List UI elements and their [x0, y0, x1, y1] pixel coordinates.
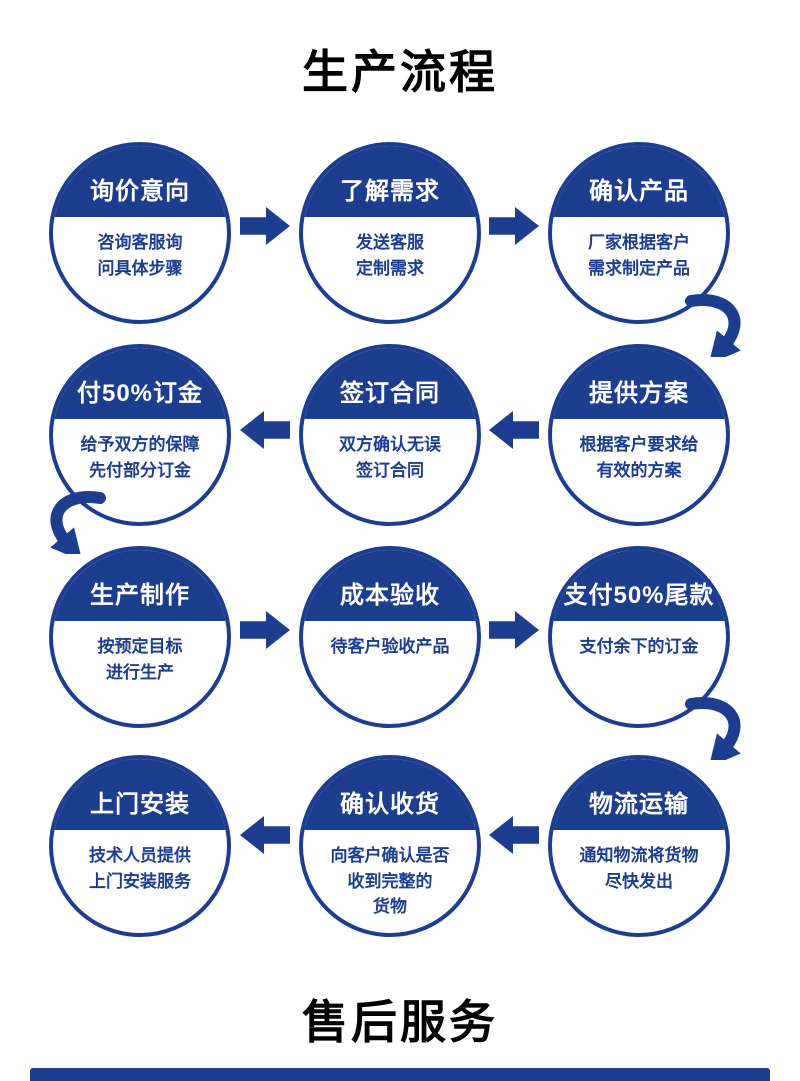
step-11-body: 向客户确认是否 收到完整的 货物 [303, 830, 477, 933]
step-12-header: 上门安装 [53, 759, 227, 831]
step-11-header: 确认收货 [303, 759, 477, 831]
step-1-description: 咨询客服询 问具体步骤 [97, 233, 183, 278]
step-3-description: 厂家根据客户 需求制定产品 [588, 233, 690, 278]
curved-arrow-down-icon [50, 491, 106, 554]
step-9-body: 支付余下的订金 [552, 621, 726, 724]
step-5-sign-contract-circle: 签订合同 双方确认无误 签订合同 [299, 344, 481, 526]
arrow-right-icon [240, 611, 290, 649]
step-5-title: 签订合同 [340, 380, 440, 408]
step-5-header: 签订合同 [303, 348, 477, 420]
step-4-title: 提供方案 [589, 380, 689, 408]
step-4-header: 提供方案 [552, 348, 726, 420]
arrow-left-icon [489, 816, 539, 854]
step-1-header: 询价意向 [53, 146, 227, 218]
step-9-description: 支付余下的订金 [579, 637, 699, 657]
step-5-body: 双方确认无误 签订合同 [303, 419, 477, 522]
step-11-confirm-receipt-circle: 确认收货 向客户确认是否 收到完整的 货物 [299, 755, 481, 937]
step-7-title: 生产制作 [90, 582, 190, 610]
step-7-description: 按预定目标 进行生产 [97, 637, 183, 682]
step-8-title: 成本验收 [340, 582, 440, 610]
step-10-description: 通知物流将货物 尽快发出 [579, 846, 699, 891]
arrow-left-icon [240, 816, 290, 854]
step-12-body: 技术人员提供 上门安装服务 [53, 830, 227, 933]
step-12-installation-circle: 上门安装 技术人员提供 上门安装服务 [49, 755, 231, 937]
page-title: 生产流程 [302, 46, 498, 98]
step-8-description: 待客户验收产品 [330, 637, 450, 657]
step-5-description: 双方确认无误 签订合同 [339, 435, 441, 480]
step-3-header: 确认产品 [552, 146, 726, 218]
step-1-inquiry-intent-circle: 询价意向 咨询客服询 问具体步骤 [49, 142, 231, 324]
step-6-body: 给予双方的保障 先付部分订金 [53, 419, 227, 522]
step-10-title: 物流运输 [589, 791, 689, 819]
step-3-body: 厂家根据客户 需求制定产品 [552, 217, 726, 320]
curved-arrow-down-icon [685, 294, 741, 357]
step-9-title: 支付50%尾款 [563, 582, 715, 610]
step-11-description: 向客户确认是否 收到完整的 货物 [330, 846, 450, 917]
step-2-title: 了解需求 [340, 178, 440, 206]
step-2-understand-needs-circle: 了解需求 发送客服 定制需求 [299, 142, 481, 324]
step-1-title: 询价意向 [90, 178, 190, 206]
step-4-body: 根据客户要求给 有效的方案 [552, 419, 726, 522]
step-10-header: 物流运输 [552, 759, 726, 831]
arrow-right-icon [489, 611, 539, 649]
arrow-right-icon [240, 207, 290, 245]
arrow-right-icon [489, 207, 539, 245]
step-10-logistics-circle: 物流运输 通知物流将货物 尽快发出 [548, 755, 730, 937]
step-8-cost-acceptance-circle: 成本验收 待客户验收产品 [299, 546, 481, 728]
step-2-body: 发送客服 定制需求 [303, 217, 477, 320]
step-8-header: 成本验收 [303, 550, 477, 622]
step-6-title: 付50%订金 [76, 380, 204, 408]
step-1-body: 咨询客服询 问具体步骤 [53, 217, 227, 320]
step-8-body: 待客户验收产品 [303, 621, 477, 724]
step-11-title: 确认收货 [340, 791, 440, 819]
arrow-left-icon [489, 411, 539, 449]
curved-arrow-down-icon [685, 697, 741, 760]
step-7-production-circle: 生产制作 按预定目标 进行生产 [49, 546, 231, 728]
arrow-left-icon [240, 411, 290, 449]
step-12-description: 技术人员提供 上门安装服务 [89, 846, 191, 891]
step-3-title: 确认产品 [589, 178, 689, 206]
step-7-header: 生产制作 [53, 550, 227, 622]
step-4-description: 根据客户要求给 有效的方案 [579, 435, 699, 480]
step-7-body: 按预定目标 进行生产 [53, 621, 227, 724]
step-6-description: 给予双方的保障 先付部分订金 [80, 435, 200, 480]
step-9-header: 支付50%尾款 [552, 550, 726, 622]
step-6-header: 付50%订金 [53, 348, 227, 420]
step-10-body: 通知物流将货物 尽快发出 [552, 830, 726, 933]
step-4-provide-solution-circle: 提供方案 根据客户要求给 有效的方案 [548, 344, 730, 526]
footer-accent-bar [30, 1068, 770, 1081]
step-2-header: 了解需求 [303, 146, 477, 218]
step-12-title: 上门安装 [90, 791, 190, 819]
footer-section-title: 售后服务 [302, 996, 498, 1048]
step-2-description: 发送客服 定制需求 [356, 233, 424, 278]
